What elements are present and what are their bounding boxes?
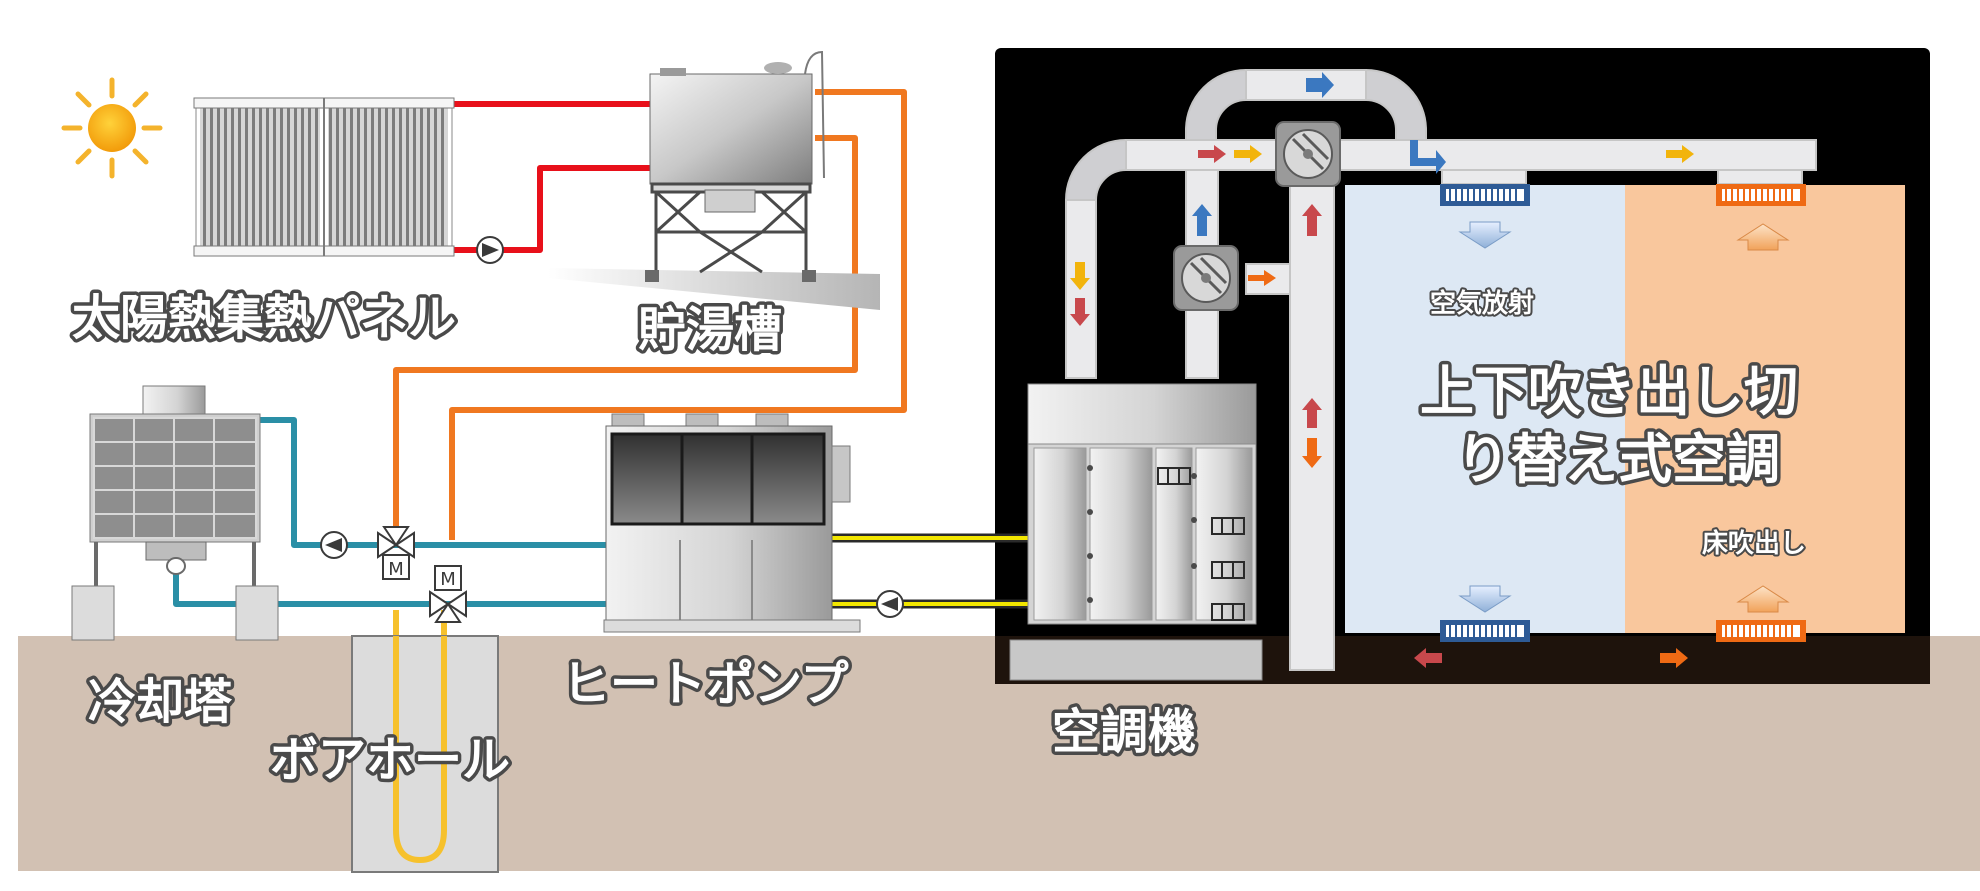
diffuser-grille-icon — [1440, 184, 1530, 206]
hot-water-storage-tank — [548, 50, 880, 310]
airflow-arrow-icon — [1410, 140, 1446, 174]
pump-icon — [320, 531, 348, 559]
airflow-arrow-icon — [1070, 298, 1090, 326]
pipes — [173, 89, 1030, 863]
duct-left-riser — [1065, 199, 1097, 379]
borehole-label: ボアホール — [270, 732, 510, 788]
diffuser-grille-icon — [1440, 620, 1530, 642]
solar-return-pipe — [448, 165, 650, 253]
diffuser-grille-icon — [1716, 184, 1806, 206]
heat-pump-label: ヒートポンプ — [562, 656, 849, 712]
air-handling-unit — [1009, 383, 1263, 681]
three-way-valve-icon: M — [377, 526, 415, 580]
pump-icon — [876, 590, 904, 618]
airflow-arrow-icon — [1302, 438, 1322, 468]
system-title-line1: 上下吹き出し切 — [1420, 360, 1798, 423]
solar-collector-panel — [193, 97, 455, 257]
borehole — [351, 635, 499, 873]
cooling-tower-label: 冷却塔 — [88, 674, 233, 730]
airflow-arrow-icon — [1414, 648, 1442, 668]
ahu-label: 空調機 — [1052, 704, 1196, 760]
floor-outlet-label: 床吹出し — [1702, 528, 1806, 559]
airflow-arrow-icon — [1234, 145, 1262, 163]
fan-icon — [1173, 245, 1239, 311]
airflow-arrow-icon — [1302, 398, 1322, 428]
airflow-arrow-icon — [1458, 221, 1790, 613]
duct-upper-main — [1125, 139, 1817, 171]
duct-bypass-elbow-right — [1365, 68, 1427, 141]
room-warm-zone — [1625, 185, 1905, 633]
solar-panel-label: 太陽熱集熱パネル — [72, 290, 456, 346]
airflow-arrow-icon — [1192, 204, 1212, 236]
airflow-arrow-icon — [1248, 270, 1276, 286]
airflow-direction-arrows — [1070, 72, 1694, 668]
heat-pump — [603, 413, 861, 633]
cooling-pipe-upper — [260, 417, 610, 548]
airflow-arrow-icon — [1306, 72, 1334, 98]
cool-diffuser-stub — [1441, 169, 1527, 185]
airflow-arrow-icon — [1198, 145, 1226, 163]
sun-icon — [61, 77, 163, 179]
diffuser-grille-icon — [1716, 620, 1806, 642]
control-panel-display — [1157, 467, 1245, 621]
hot-water-pipe-2 — [393, 135, 858, 540]
pump-icon — [476, 236, 504, 264]
cooling-tower — [71, 385, 279, 641]
hot-water-pipe-1 — [449, 89, 907, 540]
room-cool-zone — [1345, 185, 1625, 633]
duct-bypass-elbow-left — [1185, 68, 1247, 141]
airflow-arrow-icon — [1666, 145, 1694, 163]
system-title-line2: り替え式空調 — [1456, 428, 1780, 491]
warm-diffuser-stub — [1717, 169, 1803, 185]
three-way-valve-icon: M — [429, 565, 467, 623]
air-radiation-label: 空気放射 — [1430, 288, 1534, 319]
valve-motor-label: M — [440, 569, 456, 590]
airflow-arrow-icon — [1302, 204, 1322, 236]
airflow-arrow-icon — [1660, 648, 1688, 668]
fan-icon — [1275, 121, 1341, 187]
valve-motor-label: M — [388, 559, 404, 580]
storage-tank-label: 貯湯槽 — [638, 302, 782, 358]
airflow-arrow-icon — [1070, 262, 1090, 290]
